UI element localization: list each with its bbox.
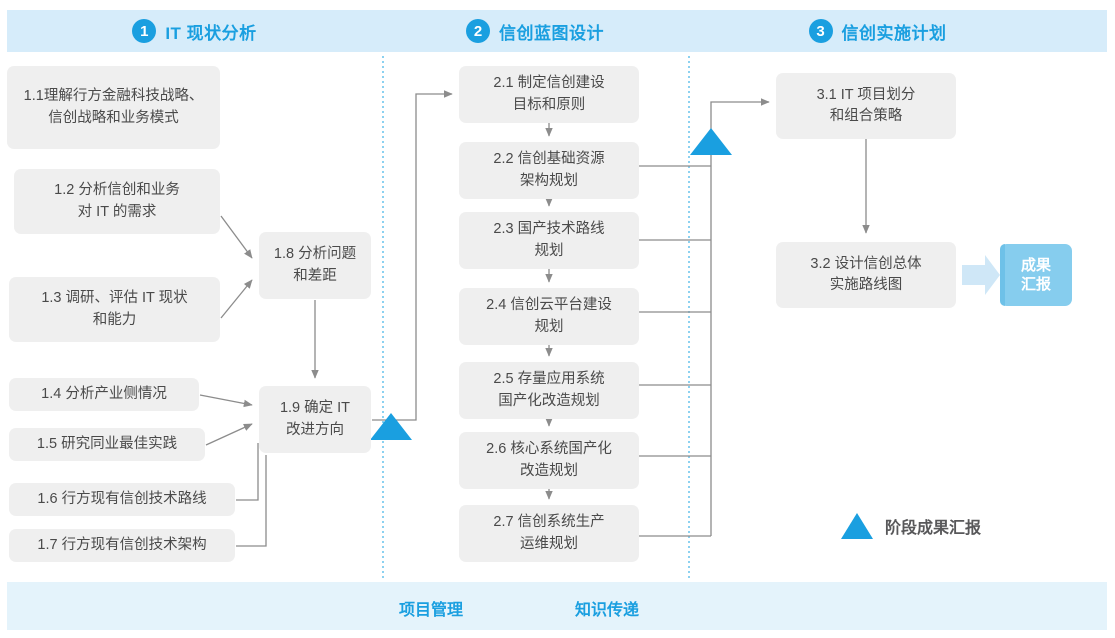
phase-label-1: IT 现状分析 [165,23,257,43]
phase-label-3: 信创实施计划 [841,23,947,43]
phase-number-1: 1 [132,19,157,43]
process-box-1-6[interactable]: 1.6 行方现有信创技术路线 [9,483,235,516]
process-box-1-7[interactable]: 1.7 行方现有信创技术架构 [9,529,235,562]
process-box-1-2[interactable]: 1.2 分析信创和业务 对 IT 的需求 [14,169,220,234]
process-box-2-7[interactable]: 2.7 信创系统生产 运维规划 [459,505,639,562]
result-arrow [962,255,1000,295]
process-box-1-3[interactable]: 1.3 调研、评估 IT 现状 和能力 [9,277,220,342]
phase-band-2[interactable]: 2 信创蓝图设计 [380,10,690,52]
phase2-output-bus [639,98,770,537]
phase1-to-phase2-connector [372,90,453,421]
phase-number-3: 3 [808,19,833,43]
process-box-1-9[interactable]: 1.9 确定 IT 改进方向 [259,386,371,453]
legend-milestone: 阶段成果汇报 [841,513,981,539]
triangle-icon [841,513,873,539]
process-box-2-5[interactable]: 2.5 存量应用系统 国产化改造规划 [459,362,639,419]
phase-band-3[interactable]: 3 信创实施计划 [688,10,1107,52]
phase-number-2: 2 [466,19,490,43]
phase-label-2: 信创蓝图设计 [499,23,604,43]
process-box-1-5[interactable]: 1.5 研究同业最佳实践 [9,428,205,461]
phase-band-1[interactable]: 1 IT 现状分析 [7,10,382,52]
footer-band [7,582,1107,630]
process-box-1-8[interactable]: 1.8 分析问题 和差距 [259,232,371,299]
process-box-2-2[interactable]: 2.2 信创基础资源 架构规划 [459,142,639,199]
process-box-2-3[interactable]: 2.3 国产技术路线 规划 [459,212,639,269]
process-box-2-6[interactable]: 2.6 核心系统国产化 改造规划 [459,432,639,489]
milestone-triangle-phase1 [370,413,412,440]
milestone-triangle-phase2 [690,128,732,155]
footer-label-knowledge-transfer: 知识传递 [575,602,640,619]
result-badge[interactable]: 成果 汇报 [1000,244,1072,306]
process-box-1-4[interactable]: 1.4 分析产业侧情况 [9,378,199,411]
process-box-3-1[interactable]: 3.1 IT 项目划分 和组合策略 [776,73,956,139]
process-box-2-1[interactable]: 2.1 制定信创建设 目标和原则 [459,66,639,123]
process-box-2-4[interactable]: 2.4 信创云平台建设 规划 [459,288,639,345]
footer-label-project-management: 项目管理 [399,602,464,619]
process-box-3-2[interactable]: 3.2 设计信创总体 实施路线图 [776,242,956,308]
legend-label: 阶段成果汇报 [885,520,982,537]
process-box-1-1[interactable]: 1.1理解行方金融科技战略、 信创战略和业务模式 [7,66,220,149]
